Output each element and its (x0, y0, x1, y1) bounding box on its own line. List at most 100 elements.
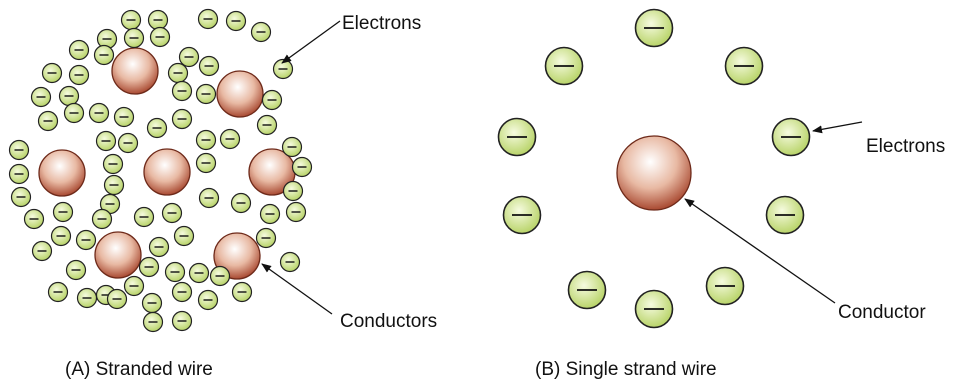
electron (95, 130, 117, 152)
electron (58, 85, 80, 107)
electron (146, 117, 168, 139)
electron (102, 153, 124, 175)
electron (771, 117, 811, 157)
conductor-label: Conductor (838, 302, 926, 323)
electron (765, 195, 805, 235)
strand-conductor (216, 70, 264, 118)
electron (279, 251, 301, 273)
electron (149, 26, 171, 48)
electron (261, 89, 283, 111)
electron (497, 117, 537, 157)
electron (10, 186, 32, 208)
electron (544, 46, 584, 86)
electron (634, 8, 674, 48)
electron (106, 288, 128, 310)
electron (41, 62, 63, 84)
electron (724, 46, 764, 86)
single-conductor (616, 135, 692, 211)
electron (148, 236, 170, 258)
electron (188, 262, 210, 284)
electron (117, 132, 139, 154)
electron (23, 208, 45, 230)
electron (93, 44, 115, 66)
electron (502, 195, 542, 235)
stranded-conductors (38, 47, 296, 280)
electron (705, 266, 745, 306)
caption-single-strand-wire: (B) Single strand wire (535, 359, 717, 380)
electron (255, 227, 277, 249)
electron (178, 46, 200, 68)
electron (634, 289, 674, 329)
electron (230, 192, 252, 214)
conductor-pointer-arrow (684, 198, 836, 304)
electron (96, 28, 118, 50)
electron (197, 8, 219, 30)
electron (195, 152, 217, 174)
electron (259, 203, 281, 225)
electrons-pointer-arrow-a (281, 20, 341, 64)
electron (52, 201, 74, 223)
strand-conductor (38, 149, 86, 197)
single-strand-electrons (497, 8, 811, 329)
stranded-electrons (8, 8, 313, 333)
strand-conductor (213, 232, 261, 280)
strand-conductor (94, 231, 142, 279)
electron (161, 202, 183, 224)
electrons-label-b: Electrons (866, 136, 945, 157)
electron (31, 240, 53, 262)
electron (133, 206, 155, 228)
stranded-wire-panel: Electrons Conductors (A) Stranded wire (8, 8, 437, 380)
electron (50, 225, 72, 247)
electron (195, 83, 217, 105)
electron (256, 114, 278, 136)
electron (195, 129, 217, 151)
electron (76, 287, 98, 309)
electron (120, 9, 142, 31)
electron (113, 106, 135, 128)
electron (47, 281, 69, 303)
electron (171, 80, 193, 102)
electron (123, 275, 145, 297)
electron (75, 229, 97, 251)
electron (173, 225, 195, 247)
electron (8, 163, 30, 185)
strand-conductor (111, 47, 159, 95)
electron (68, 39, 90, 61)
electron (30, 86, 52, 108)
electron (138, 256, 160, 278)
electron (8, 139, 30, 161)
electron (291, 156, 313, 178)
single-strand-wire-panel: Electrons Conductor (B) Single strand wi… (497, 8, 945, 380)
electron (231, 281, 253, 303)
electron (141, 292, 163, 314)
electron (164, 261, 186, 283)
single-conductor-core (616, 135, 692, 211)
electron (68, 64, 90, 86)
conductors-pointer-arrow (261, 263, 333, 315)
strand-conductor (143, 148, 191, 196)
electron (209, 265, 231, 287)
electron (171, 108, 193, 130)
electron (197, 289, 219, 311)
electron (250, 21, 272, 43)
conductors-label: Conductors (340, 311, 437, 332)
electron (282, 180, 304, 202)
electron (147, 9, 169, 31)
electron (171, 310, 193, 332)
electron (171, 281, 193, 303)
electron (103, 174, 125, 196)
electrons-pointer-arrow-b (812, 121, 863, 134)
electrons-label-a: Electrons (342, 13, 421, 34)
electron (567, 270, 607, 310)
electron (65, 259, 87, 281)
electron (281, 136, 303, 158)
caption-stranded-wire: (A) Stranded wire (65, 359, 213, 380)
electron (167, 62, 189, 84)
electron (91, 208, 113, 230)
electron (285, 201, 307, 223)
electron (198, 55, 220, 77)
electron (63, 102, 85, 124)
electron (142, 311, 164, 333)
electron (123, 27, 145, 49)
